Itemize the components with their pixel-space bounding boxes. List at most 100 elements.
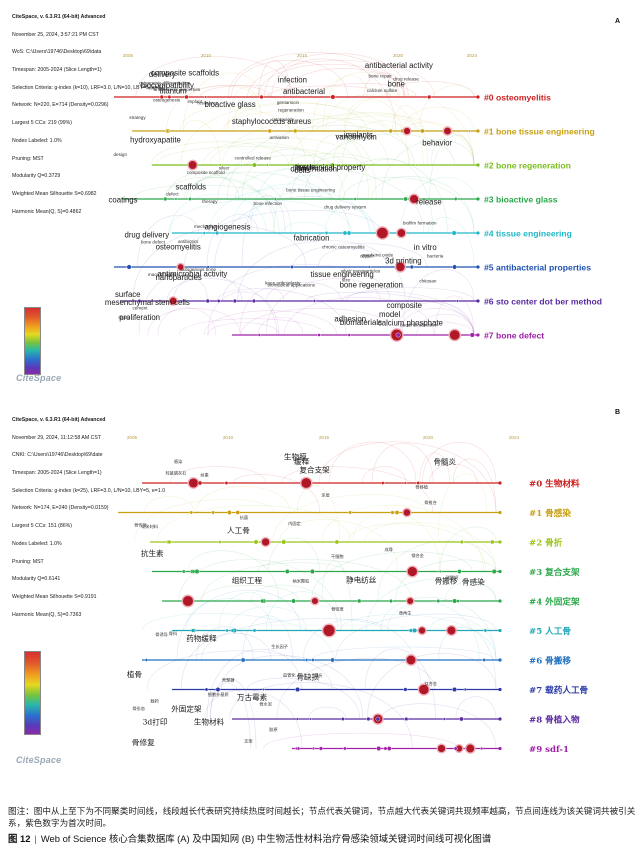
- figure-caption: 图注：图中从上至下为不同聚类时间线，线段越长代表研究持续热度时间越长；节点代表关…: [8, 806, 636, 828]
- cluster-timeline: [172, 683, 502, 696]
- keyword-label: bone: [388, 80, 405, 89]
- cluster-timeline: [152, 159, 480, 171]
- keyword-label: delivery: [149, 70, 176, 79]
- keyword-node: [187, 159, 199, 171]
- keyword-label: drug delivery: [124, 231, 169, 240]
- cluster-label: #1 骨感染: [529, 507, 571, 519]
- keyword-node: [311, 658, 315, 662]
- keyword-node: [295, 717, 299, 721]
- keyword-label: 生物材料: [194, 717, 225, 727]
- keyword-node: [403, 687, 408, 692]
- keyword-label: composite scaffolds: [151, 68, 219, 77]
- keyword-label: 万古霉素: [237, 692, 268, 702]
- keyword-node: [390, 510, 395, 515]
- keyword-label: differentiation: [290, 164, 337, 173]
- cluster-timeline: [142, 654, 502, 666]
- cocitation-arc: [157, 307, 217, 336]
- cocitation-arc: [362, 466, 407, 484]
- cocitation-arc: [235, 166, 424, 234]
- cluster-timeline: [232, 328, 480, 342]
- keyword-node: [205, 298, 210, 304]
- keyword-label: 骨髓炎: [433, 456, 456, 466]
- cluster-label: #4 tissue engineering: [484, 229, 572, 239]
- cocitation-arc: [429, 463, 478, 484]
- keyword-label: tissue engineering: [310, 270, 373, 279]
- keyword-node: [211, 510, 216, 515]
- cocitation-arc: [273, 174, 331, 234]
- cocitation-arc: [429, 135, 475, 200]
- keyword-label: bone regeneration: [340, 280, 403, 289]
- keyword-node: [452, 598, 458, 604]
- cluster-timeline: [162, 594, 502, 608]
- cocitation-arc: [401, 269, 475, 336]
- keyword-label: 涂层: [321, 492, 329, 499]
- keyword-node: [403, 196, 408, 202]
- keyword-node: [456, 599, 460, 603]
- keyword-label: cells: [294, 166, 310, 175]
- keyword-node: [381, 481, 385, 485]
- keyword-label: biofilm formation: [403, 220, 437, 225]
- cocitation-arc: [371, 176, 475, 234]
- cluster-label: #4 外固定架: [529, 596, 580, 608]
- keyword-node: [176, 262, 185, 272]
- cocitation-arc: [363, 72, 406, 98]
- keyword-node: [188, 197, 192, 201]
- keyword-label: biomedical applications: [267, 283, 315, 288]
- keyword-node: [498, 717, 502, 721]
- keyword-node: [232, 298, 237, 304]
- keyword-node: [394, 510, 400, 515]
- keyword-node: [483, 628, 488, 633]
- cocitation-arc: [206, 648, 302, 720]
- meta-line: Nodes Labeled: 1.0%: [12, 137, 62, 144]
- cocitation-arc: [183, 120, 221, 166]
- cocitation-arc: [150, 141, 289, 166]
- keyword-node: [317, 333, 321, 337]
- cocitation-arc: [328, 441, 417, 484]
- cocitation-arc: [141, 613, 335, 661]
- cocitation-arc: [134, 499, 275, 543]
- cocitation-arc: [283, 68, 405, 98]
- keyword-node: [476, 95, 480, 99]
- keyword-node: [388, 128, 393, 134]
- cocitation-arc: [438, 626, 497, 690]
- keyword-node: [260, 598, 265, 604]
- keyword-label: bone tissue engineering: [286, 188, 335, 193]
- keyword-node: [498, 687, 502, 692]
- keyword-label: 纳米材料: [141, 523, 159, 530]
- year-tick-label: 2015: [297, 53, 308, 58]
- keyword-node: [181, 594, 195, 608]
- keyword-label: 药物缓释: [186, 633, 217, 643]
- keyword-label: 感染: [174, 458, 183, 465]
- cocitation-arc: [144, 496, 195, 513]
- keyword-node: [395, 332, 401, 338]
- keyword-node: [163, 196, 168, 202]
- cocitation-arc: [228, 87, 263, 132]
- keyword-label: drug release: [393, 76, 419, 81]
- keyword-label: bone repair: [369, 74, 393, 79]
- citespace-logo: CiteSpace: [16, 373, 62, 383]
- keyword-node: [402, 507, 412, 518]
- keyword-label: 钛合金: [424, 680, 437, 687]
- keyword-label: antibacterial: [283, 87, 325, 96]
- keyword-label: scaffolds: [175, 183, 206, 192]
- keyword-label: 骨诱导: [155, 631, 168, 638]
- keyword-label: graphene oxide: [361, 252, 393, 257]
- keyword-node: [343, 746, 347, 751]
- cocitation-arc: [380, 597, 497, 661]
- keyword-label: design: [113, 152, 127, 157]
- meta-line: Modularity Q=0.6141: [12, 576, 61, 583]
- keyword-label: osteomyelitis: [156, 243, 201, 252]
- meta-line: CiteSpace, v. 6.3.R1 (64-bit) Advanced: [12, 13, 106, 20]
- cocitation-arc: [242, 615, 293, 661]
- cocitation-arc: [321, 504, 484, 572]
- keyword-label: 骨水泥: [259, 700, 272, 707]
- keyword-label: antibacterial properties: [154, 87, 201, 92]
- meta-line: November 29, 2024, 11:12:58 AM CST: [12, 434, 102, 441]
- keyword-node: [468, 129, 471, 133]
- keyword-node: [375, 716, 381, 722]
- keyword-node: [459, 716, 464, 722]
- keyword-node: [396, 227, 407, 239]
- keyword-node: [252, 628, 257, 633]
- cocitation-arc: [332, 140, 377, 200]
